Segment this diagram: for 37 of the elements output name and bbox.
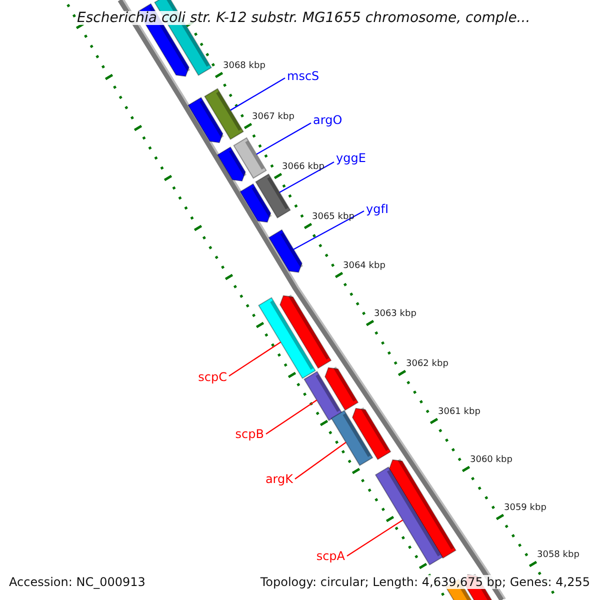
gene-feature [268, 229, 304, 273]
leader-line [256, 122, 312, 155]
gene-feature [204, 88, 244, 140]
leader-line [230, 77, 286, 111]
gene-feature [330, 410, 374, 466]
gene-label: scpA [316, 549, 345, 563]
gene-label: scpB [235, 427, 264, 441]
scale-label: 3068 kbp [223, 60, 266, 73]
gene-feature [255, 173, 291, 219]
scale-label: 3066 kbp [282, 161, 324, 174]
gene-label: argK [265, 472, 293, 486]
map-title: Escherichia coli str. K-12 substr. MG1655 chromosome, comple... [77, 11, 530, 25]
gene-feature [304, 370, 342, 422]
gene-label: ygfI [366, 202, 388, 216]
gene-feature [233, 137, 267, 179]
scale-label: 3067 kbp [252, 111, 294, 124]
gene-label: mscS [287, 69, 320, 83]
topology-text: Topology: circular; Length: 4,639,675 bp; Genes: 4,255 [260, 575, 590, 589]
scale-label: 3064 kbp [343, 260, 386, 273]
gene-label: argO [313, 113, 342, 127]
gene-feature [374, 466, 444, 566]
leader-line [279, 161, 334, 193]
leader-line [293, 210, 364, 250]
scale-label: 3062 kbp [406, 358, 448, 371]
gene-label: scpC [198, 370, 227, 384]
leader-line [266, 400, 318, 434]
scale-label: 3059 kbp [504, 502, 546, 515]
leader-line [346, 520, 404, 556]
scale-label: 3065 kbp [312, 211, 354, 224]
scale-label: 3058 kbp [537, 549, 580, 562]
gene-label: yggE [336, 151, 366, 165]
accession-text: Accession: NC_000913 [9, 575, 146, 589]
scale-label: 3063 kbp [374, 308, 416, 321]
scale-label: 3061 kbp [438, 406, 480, 419]
leader-line [294, 442, 346, 480]
scale-label: 3060 kbp [470, 454, 512, 467]
gene-feature [258, 297, 316, 379]
